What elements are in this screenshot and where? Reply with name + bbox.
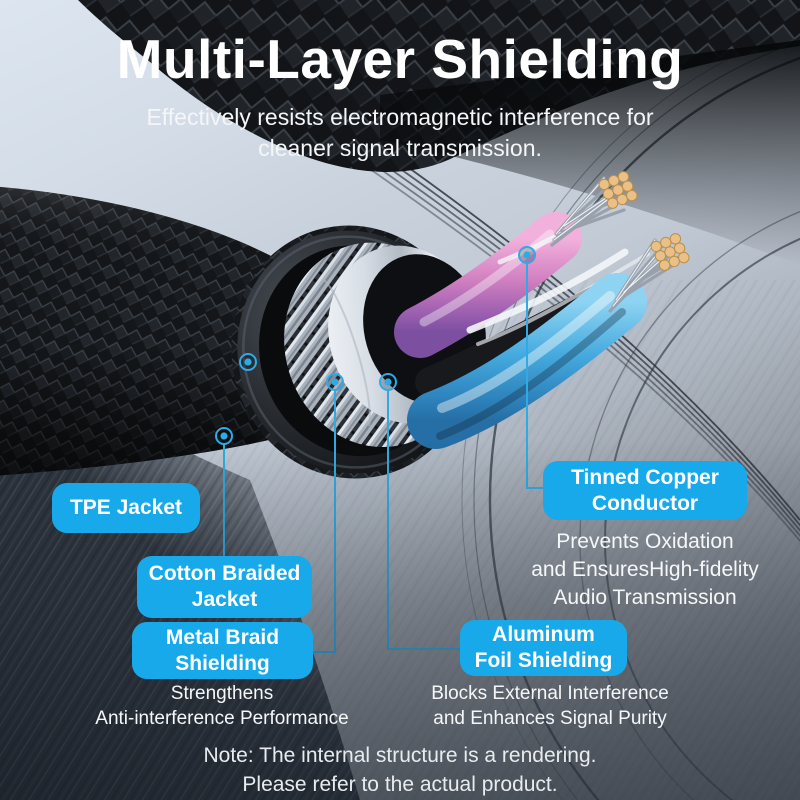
caption-line: Prevents Oxidation	[556, 530, 734, 553]
subtitle-line-1: Effectively resists electromagnetic inte…	[146, 104, 654, 130]
callout-label: Foil Shielding	[474, 649, 613, 672]
callout-aluminum-foil-shielding: Aluminum Foil Shielding	[460, 620, 627, 676]
subtitle-line-2: cleaner signal transmission.	[258, 135, 542, 161]
callout-label: Tinned Copper	[571, 465, 719, 489]
callout-dot-aluminum	[379, 373, 397, 391]
caption-line: Strengthens	[170, 683, 274, 704]
aluminum-foil-description: Blocks External Interference and Enhance…	[412, 681, 688, 731]
caption-line: and Enhances Signal Purity	[433, 708, 667, 729]
tinned-copper-description: Prevents Oxidation and EnsuresHigh-fidel…	[505, 528, 785, 612]
callout-label: Aluminum	[492, 623, 595, 646]
callout-label: Jacket	[191, 588, 258, 611]
metal-braid-description: Strengthens Anti-interference Performanc…	[84, 681, 360, 731]
callout-metal-braid-shielding: Metal Braid Shielding	[132, 622, 313, 679]
caption-line: Audio Transmission	[553, 586, 737, 609]
callout-tpe-jacket: TPE Jacket	[52, 483, 200, 533]
caption-line: Blocks External Interference	[431, 683, 669, 704]
callout-dot-cotton	[215, 427, 233, 445]
subtitle: Effectively resists electromagnetic inte…	[0, 102, 800, 164]
callout-dot-tpe	[239, 353, 257, 371]
callout-cotton-braided-jacket: Cotton Braided Jacket	[137, 556, 312, 618]
page-title: Multi-Layer Shielding	[116, 28, 684, 90]
callout-label: Shielding	[175, 651, 270, 675]
callout-label: Conductor	[591, 491, 699, 515]
callout-label: Metal Braid	[165, 625, 280, 649]
callout-label: TPE Jacket	[69, 496, 183, 519]
caption-line: and EnsuresHigh-fidelity	[531, 558, 759, 581]
callout-dot-metal	[326, 373, 344, 391]
note-line-2: Please refer to the actual product.	[242, 773, 558, 796]
callout-label: Cotton Braided	[148, 562, 301, 585]
note-line-1: Note: The internal structure is a render…	[203, 744, 597, 767]
callout-dot-copper	[518, 246, 536, 264]
caption-line: Anti-interference Performance	[95, 708, 349, 729]
disclaimer-note: Note: The internal structure is a render…	[0, 741, 800, 799]
callout-tinned-copper-conductor: Tinned Copper Conductor	[543, 461, 747, 520]
